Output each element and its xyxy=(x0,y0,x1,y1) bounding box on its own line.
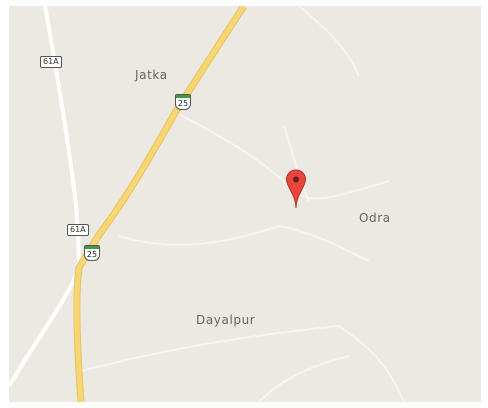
highway-25 xyxy=(74,6,247,402)
road-network xyxy=(9,6,405,402)
minor-road xyxy=(338,325,405,402)
nh-shield-25-top: 25 xyxy=(175,94,191,110)
minor-road xyxy=(118,225,280,246)
route-shield-61a-mid: 61A xyxy=(67,224,89,236)
map-pin-icon[interactable] xyxy=(285,169,307,209)
map-canvas[interactable]: 61A 61A 25 25 Jatka Odra Dayalpur xyxy=(9,6,481,402)
nh-shield-band xyxy=(176,95,190,98)
route-shield-61a-top: 61A xyxy=(40,56,62,68)
nh-shield-band xyxy=(85,246,99,249)
nh-shield-number: 25 xyxy=(86,250,98,259)
nh-shield-25-mid: 25 xyxy=(84,245,100,261)
minor-road xyxy=(283,125,310,202)
nh-shield-number: 25 xyxy=(177,99,189,108)
minor-road xyxy=(293,180,390,200)
minor-road xyxy=(80,325,340,372)
minor-road xyxy=(298,6,360,77)
minor-road xyxy=(178,113,295,192)
place-label-jatka[interactable]: Jatka xyxy=(135,68,168,82)
state-road-61a xyxy=(9,6,82,388)
minor-road xyxy=(258,355,350,402)
place-label-dayalpur[interactable]: Dayalpur xyxy=(196,313,256,327)
minor-road xyxy=(278,225,370,262)
place-label-odra[interactable]: Odra xyxy=(359,211,391,225)
